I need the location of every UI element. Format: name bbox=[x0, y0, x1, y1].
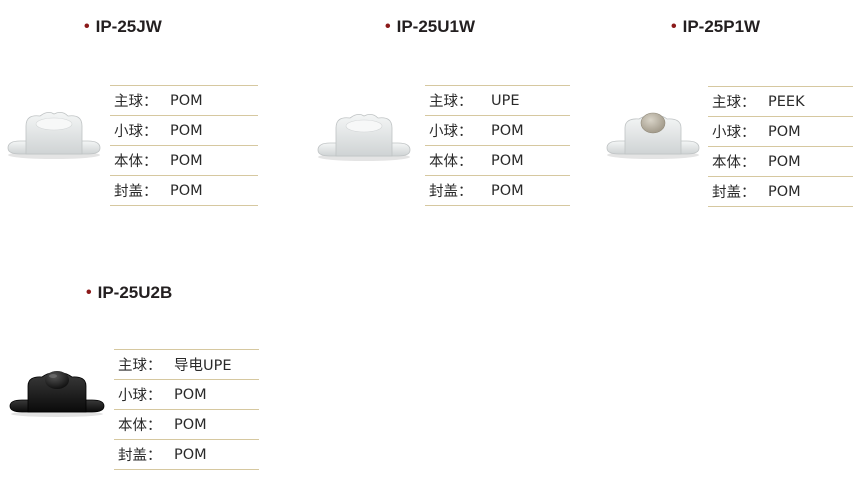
spec-row-body: 本体： POM bbox=[110, 146, 258, 176]
spec-key: 封盖： bbox=[712, 185, 756, 201]
spec-key: 主球： bbox=[118, 358, 162, 374]
spec-row-main-ball: 主球： PEEK bbox=[708, 87, 853, 117]
spec-key: 封盖： bbox=[429, 184, 473, 200]
spec-value: PEEK bbox=[768, 93, 805, 110]
spec-row-main-ball: 主球： UPE bbox=[425, 86, 570, 116]
spec-value: POM bbox=[491, 122, 524, 139]
spec-row-cap: 封盖： POM bbox=[425, 176, 570, 206]
spec-row-main-ball: 主球： POM bbox=[110, 86, 258, 116]
spec-key: 本体： bbox=[712, 155, 756, 171]
product-title-text: IP-25P1W bbox=[682, 17, 761, 36]
spec-key: 主球： bbox=[114, 94, 158, 110]
spec-table: 主球： POM 小球： POM 本体： POM 封盖： POM bbox=[110, 85, 258, 206]
white-ball-transfer-unit-icon bbox=[316, 110, 412, 170]
spec-key: 小球： bbox=[118, 388, 162, 404]
bullet-icon: • bbox=[671, 18, 677, 35]
spec-value: POM bbox=[768, 183, 801, 200]
spec-value: POM bbox=[768, 123, 801, 140]
bullet-icon: • bbox=[84, 18, 90, 35]
spec-value: POM bbox=[170, 122, 203, 139]
spec-value: POM bbox=[174, 416, 207, 433]
product-title: • IP-25P1W bbox=[671, 17, 760, 37]
spec-key: 小球： bbox=[429, 124, 473, 140]
spec-value: POM bbox=[768, 153, 801, 170]
spec-row-small-ball: 小球： POM bbox=[114, 380, 259, 410]
spec-row-cap: 封盖： POM bbox=[114, 440, 259, 470]
spec-value: POM bbox=[491, 152, 524, 169]
spec-row-small-ball: 小球： POM bbox=[110, 116, 258, 146]
spec-table: 主球： 导电UPE 小球： POM 本体： POM 封盖： POM bbox=[114, 349, 259, 470]
spec-value: POM bbox=[170, 182, 203, 199]
black-ball-transfer-unit-icon bbox=[8, 366, 106, 426]
spec-key: 本体： bbox=[429, 154, 473, 170]
spec-value: POM bbox=[491, 182, 524, 199]
spec-value: POM bbox=[174, 386, 207, 403]
spec-row-small-ball: 小球： POM bbox=[708, 117, 853, 147]
spec-row-cap: 封盖： POM bbox=[708, 177, 853, 207]
product-title-text: IP-25U2B bbox=[97, 283, 173, 302]
spec-row-main-ball: 主球： 导电UPE bbox=[114, 350, 259, 380]
spec-key: 封盖： bbox=[118, 448, 162, 464]
bullet-icon: • bbox=[385, 18, 391, 35]
spec-table: 主球： PEEK 小球： POM 本体： POM 封盖： POM bbox=[708, 86, 853, 207]
product-title: • IP-25U2B bbox=[86, 283, 172, 303]
spec-key: 本体： bbox=[118, 418, 162, 434]
product-title: • IP-25JW bbox=[84, 17, 162, 37]
spec-value: 导电UPE bbox=[174, 358, 232, 374]
product-title-text: IP-25JW bbox=[95, 17, 162, 36]
white-ball-transfer-unit-peek-ball-icon bbox=[605, 108, 701, 168]
spec-key: 本体： bbox=[114, 154, 158, 170]
spec-key: 小球： bbox=[712, 125, 756, 141]
spec-value: UPE bbox=[491, 92, 520, 109]
spec-row-cap: 封盖： POM bbox=[110, 176, 258, 206]
spec-row-body: 本体： POM bbox=[708, 147, 853, 177]
product-title-text: IP-25U1W bbox=[396, 17, 476, 36]
spec-table: 主球： UPE 小球： POM 本体： POM 封盖： POM bbox=[425, 85, 570, 206]
spec-row-body: 本体： POM bbox=[114, 410, 259, 440]
spec-key: 主球： bbox=[429, 94, 473, 110]
spec-value: POM bbox=[170, 152, 203, 169]
bullet-icon: • bbox=[86, 284, 92, 301]
spec-row-body: 本体： POM bbox=[425, 146, 570, 176]
spec-key: 封盖： bbox=[114, 184, 158, 200]
spec-key: 主球： bbox=[712, 95, 756, 111]
spec-value: POM bbox=[170, 92, 203, 109]
white-ball-transfer-unit-icon bbox=[6, 108, 102, 168]
spec-value: POM bbox=[174, 446, 207, 463]
spec-row-small-ball: 小球： POM bbox=[425, 116, 570, 146]
spec-key: 小球： bbox=[114, 124, 158, 140]
product-title: • IP-25U1W bbox=[385, 17, 475, 37]
